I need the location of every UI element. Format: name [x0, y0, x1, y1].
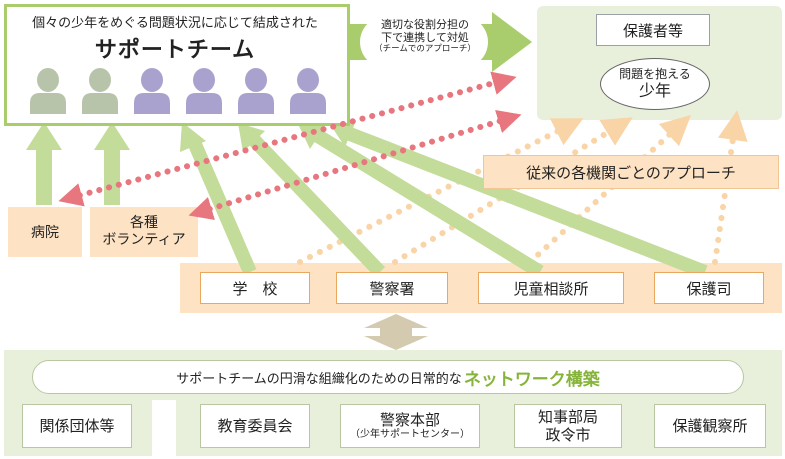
network-probation-office: 保護観察所	[654, 404, 766, 448]
traditional-link-school	[297, 118, 584, 265]
cooperation-line2: 下で連携して対処	[381, 31, 469, 45]
cooperation-line3: （チームでのアプローチ）	[374, 44, 476, 55]
updown-arrow-icon	[364, 314, 428, 350]
network-banner-highlight: ネットワーク構築	[463, 369, 600, 390]
cooperation-line1: 適切な役割分担の	[381, 18, 469, 31]
agency-police-station: 警察署	[336, 272, 448, 304]
troubled-youth-ellipse: 問題を抱える 少年	[600, 58, 710, 110]
org-name: 保護観察所	[672, 417, 748, 435]
network-governor-office: 知事部局 政令市	[514, 404, 622, 448]
youth-line2: 少年	[638, 80, 671, 100]
traditional-link-child-center	[527, 114, 692, 265]
org-name: 知事部局	[537, 408, 598, 426]
network-banner-text: サポートチームの円滑な組織化のための日常的な	[176, 371, 462, 387]
agency-school: 学 校	[200, 272, 310, 304]
team-link-hospital	[58, 71, 517, 207]
org-subname: 政令市	[545, 426, 591, 444]
network-divider	[152, 400, 176, 456]
agency-child-guidance-center: 児童相談所	[478, 272, 624, 304]
network-related-organizations: 関係団体等	[22, 404, 132, 448]
network-prefectural-police: 警察本部 （少年サポートセンター）	[340, 404, 480, 448]
cooperation-label: 適切な役割分担の 下で連携して対処 （チームでのアプローチ）	[365, 18, 485, 55]
team-link-volunteers	[188, 109, 522, 221]
volunteers-line1: 各種	[130, 214, 158, 231]
volunteers-box: 各種 ボランティア	[90, 207, 198, 257]
network-board-of-education: 教育委員会	[200, 404, 310, 448]
traditional-link-probation	[712, 110, 748, 265]
traditional-approach-label: 従来の各機関ごとのアプローチ	[483, 155, 779, 189]
org-name: 教育委員会	[217, 417, 293, 435]
org-subname: （少年サポートセンター）	[350, 429, 470, 440]
support-team-caption: 個々の少年をめぐる問題状況に応じて結成された	[32, 16, 318, 31]
agency-probation-officer: 保護司	[654, 272, 764, 304]
support-team-title: サポートチーム	[94, 38, 256, 63]
person-icon	[30, 68, 66, 114]
cooperation-label-bg	[360, 16, 488, 68]
network-banner: サポートチームの円滑な組織化のための日常的なネットワーク構築	[32, 360, 744, 394]
arrow-hospital-to-team	[26, 122, 62, 205]
youth-line1: 問題を抱える	[619, 66, 691, 81]
guardian-box: 保護者等	[596, 14, 710, 46]
org-name: 警察本部	[379, 411, 440, 429]
volunteers-line2: ボランティア	[102, 232, 186, 248]
hospital-box: 病院	[8, 207, 82, 257]
